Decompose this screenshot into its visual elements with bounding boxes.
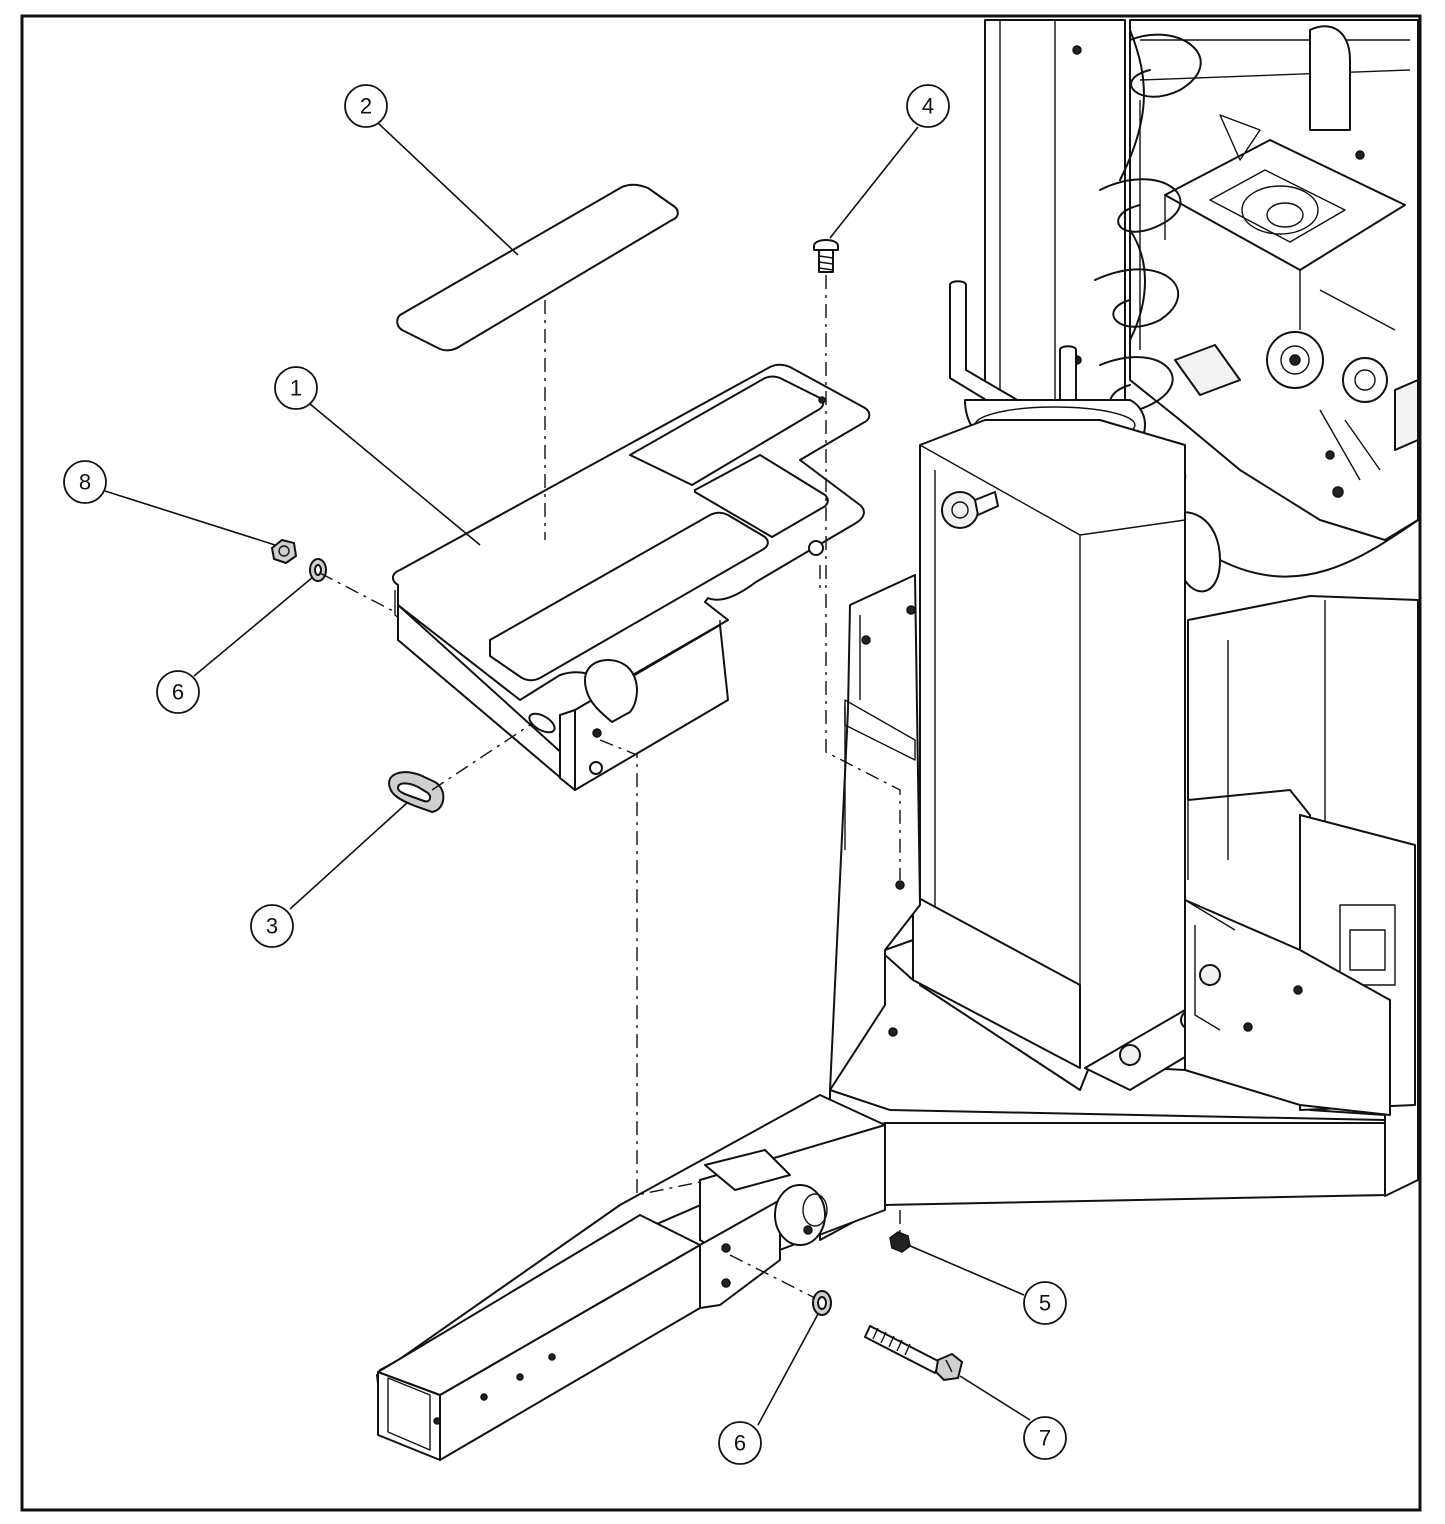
callout-3: 3 [250, 904, 294, 948]
drawing-border [20, 14, 1422, 1512]
callout-6-upper-label: 6 [172, 680, 184, 705]
part-1-bracket [392, 363, 871, 791]
callout-5-label: 5 [1039, 1291, 1051, 1316]
callout-6-lower-label: 6 [734, 1431, 746, 1456]
extension-arm [376, 1094, 886, 1461]
part-3-grommet [388, 771, 445, 814]
callout-8: 8 [63, 460, 107, 504]
part-6-washer-lower [812, 1290, 832, 1316]
part-7-bolt [864, 1325, 964, 1382]
callout-4-label: 4 [922, 94, 934, 119]
part-5-nut [889, 1231, 911, 1253]
callout-7: 7 [1023, 1416, 1067, 1460]
leader-lines [104, 122, 1031, 1426]
callout-6-lower: 6 [718, 1421, 762, 1465]
part-2-pad [396, 183, 679, 352]
callout-3-label: 3 [266, 914, 278, 939]
callout-4: 4 [906, 84, 950, 128]
callout-1-label: 1 [290, 376, 302, 401]
part-6-washer-upper [309, 558, 327, 582]
callout-1: 1 [274, 366, 318, 410]
callout-2-label: 2 [360, 94, 372, 119]
part-4-screw [813, 239, 839, 273]
assembly-lines [319, 275, 901, 1299]
machine-assembly [376, 19, 1419, 1461]
callout-2: 2 [344, 84, 388, 128]
callout-6-upper: 6 [156, 670, 200, 714]
callout-5: 5 [1023, 1281, 1067, 1325]
callout-7-label: 7 [1039, 1426, 1051, 1451]
callout-8-label: 8 [79, 470, 91, 495]
part-8-nut [270, 538, 298, 565]
